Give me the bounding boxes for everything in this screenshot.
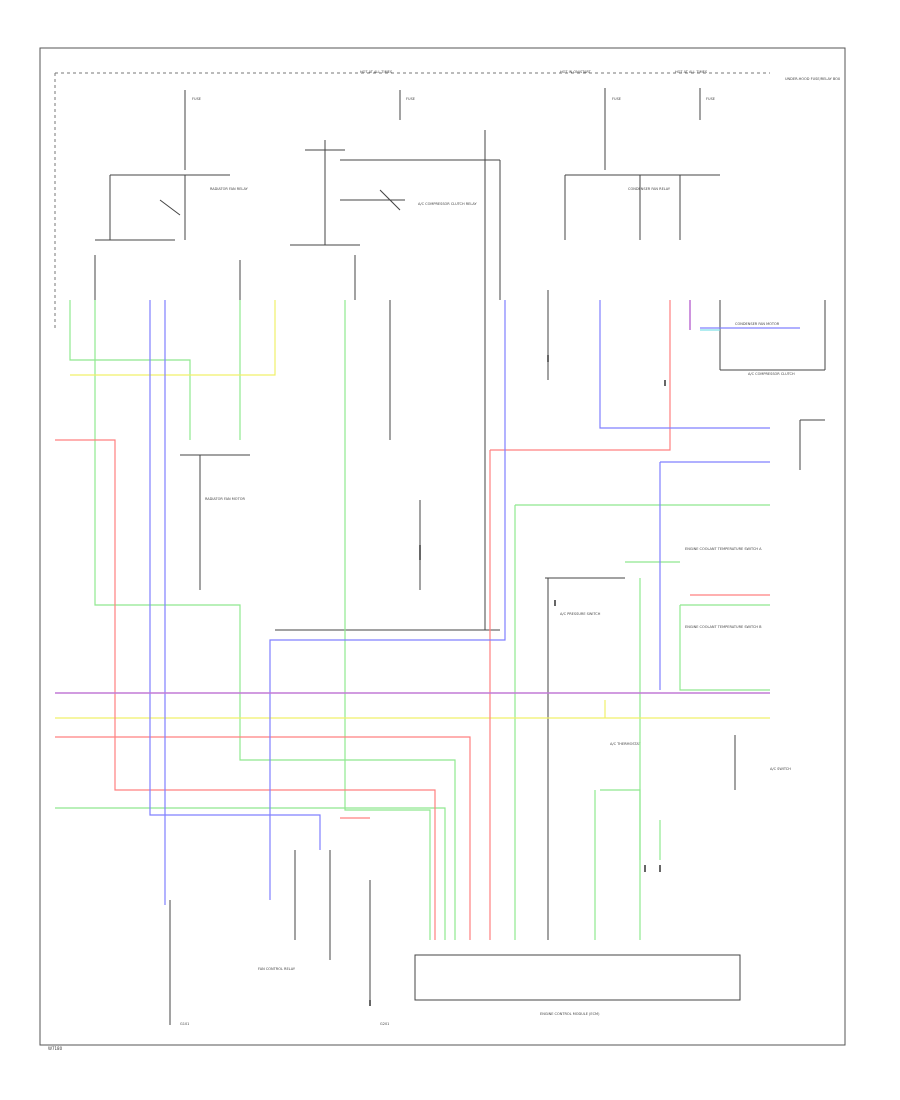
ecm-connector: ENGINE CONTROL MODULE (ECM) xyxy=(414,954,741,1016)
rail-label-a: HOT AT ALL TIMES xyxy=(360,70,393,74)
diagram-frame xyxy=(39,47,846,1046)
ac-thermostat-label: A/C THERMOSTAT xyxy=(610,742,642,746)
underhood-box-label: UNDER-HOOD FUSE/RELAY BOX xyxy=(785,77,841,81)
diagram-reference: W7180 xyxy=(48,1046,63,1051)
ac-pressure-switch-label: A/C PRESSURE SWITCH xyxy=(560,612,601,616)
fuse-1-symbol: FUSE xyxy=(184,90,201,170)
radiator-fan-motor-label: RADIATOR FAN MOTOR xyxy=(205,497,245,501)
svg-text:FUSE: FUSE xyxy=(706,97,715,101)
svg-text:CONDENSER FAN RELAY: CONDENSER FAN RELAY xyxy=(628,187,671,191)
svg-text:FUSE: FUSE xyxy=(406,97,415,101)
fuse-2-symbol: FUSE xyxy=(399,90,415,120)
radiator-fan-relay: RADIATOR FAN RELAY xyxy=(95,174,249,241)
svg-text:FUSE: FUSE xyxy=(612,97,621,101)
svg-text:ENGINE CONTROL MODULE (ECM): ENGINE CONTROL MODULE (ECM) xyxy=(540,1012,600,1016)
ground-left-label: G101 xyxy=(180,1022,189,1026)
ecs-b-label: ENGINE COOLANT TEMPERATURE SWITCH B xyxy=(685,625,762,629)
wire-purple xyxy=(55,300,770,694)
wire-red xyxy=(55,300,770,940)
svg-text:RADIATOR FAN RELAY: RADIATOR FAN RELAY xyxy=(210,187,249,191)
ground-right-label: G201 xyxy=(380,1022,389,1026)
fuse-3-symbol: FUSE xyxy=(604,88,621,170)
wire-yellow xyxy=(55,300,770,719)
connector-ticks xyxy=(369,355,666,1006)
rail-label-c: HOT AT ALL TIMES xyxy=(675,70,708,74)
ac-compressor-relay: A/C COMPRESSOR CLUTCH RELAY xyxy=(290,140,500,246)
condenser-fan-motor-label: CONDENSER FAN MOTOR xyxy=(735,322,780,326)
ac-compressor-clutch-label: A/C COMPRESSOR CLUTCH xyxy=(748,372,795,376)
fan-control-relay-label: FAN CONTROL RELAY xyxy=(258,967,296,971)
ecs-a-label: ENGINE COOLANT TEMPERATURE SWITCH A xyxy=(685,547,762,551)
ac-switch-label: A/C SWITCH xyxy=(770,767,791,771)
rail-label-b: HOT IN ON/START xyxy=(560,70,592,74)
wire-green xyxy=(55,300,770,940)
svg-text:A/C COMPRESSOR CLUTCH RELAY: A/C COMPRESSOR CLUTCH RELAY xyxy=(418,202,478,206)
svg-text:FUSE: FUSE xyxy=(192,97,201,101)
fuse-4-symbol: FUSE xyxy=(699,88,715,120)
wire-blue xyxy=(149,300,800,905)
condenser-fan-relay: CONDENSER FAN RELAY xyxy=(564,174,720,240)
